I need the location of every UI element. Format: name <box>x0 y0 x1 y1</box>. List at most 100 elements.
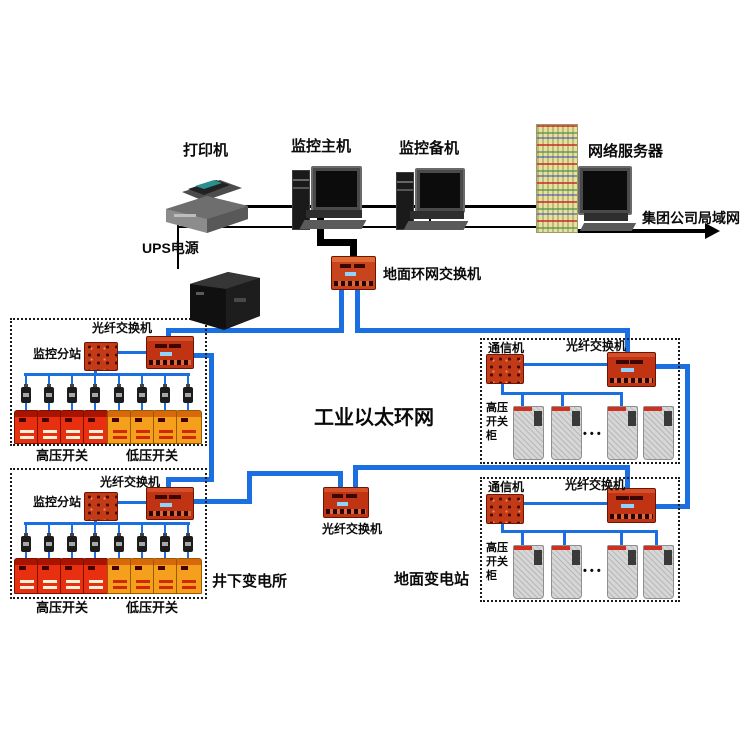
right-upper-substation-box <box>480 338 680 464</box>
ring-seg <box>338 476 343 490</box>
wire <box>620 394 623 407</box>
fiber-switch-device <box>146 487 194 520</box>
wire <box>501 381 504 394</box>
lv-switch-device <box>176 558 202 594</box>
wire <box>521 532 524 546</box>
line-sensor-icon <box>90 533 100 552</box>
ring-seg <box>166 328 344 333</box>
ll-fiber-switch-label: 光纤交换机 <box>100 475 161 489</box>
line-sensor-icon <box>21 533 31 552</box>
ll-substation-label: 监控分站 <box>33 495 82 509</box>
right-lower-substation-box <box>480 477 680 602</box>
hv-switch-device <box>37 410 63 444</box>
wire <box>521 363 608 366</box>
line-sensor-icon <box>21 384 31 403</box>
ring-seg <box>166 477 214 482</box>
lu-lv-label: 低压开关 <box>126 448 179 463</box>
backup-monitor <box>415 168 465 213</box>
wire <box>563 532 566 546</box>
ring-seg <box>192 353 214 358</box>
hv-cabinet-device <box>513 545 544 599</box>
backup-keyboard <box>403 221 469 230</box>
wire <box>501 519 504 532</box>
wire-lan-arrow-line <box>562 229 708 233</box>
wire <box>620 532 623 546</box>
ring-seg <box>353 465 630 470</box>
wire <box>521 502 608 505</box>
wire <box>24 373 190 376</box>
wire <box>114 351 147 354</box>
hv-cabinet-device <box>551 406 582 460</box>
lv-switch-device <box>107 410 133 444</box>
wire <box>561 394 564 407</box>
wire-host-thick-h <box>317 239 357 246</box>
lu-fiber-switch-label: 光纤交换机 <box>92 321 153 335</box>
line-sensor-icon <box>183 533 193 552</box>
wire <box>24 522 190 525</box>
ground-substation-caption: 地面变电站 <box>394 571 470 588</box>
hv-cabinet-device <box>643 406 674 460</box>
hv-cabinet-device <box>513 406 544 460</box>
ring-seg <box>247 471 252 504</box>
lu-hv-label: 高压开关 <box>36 448 89 463</box>
center-fiber-switch-device <box>323 487 369 518</box>
server-keyboard <box>579 223 637 231</box>
hv-cabinet-device <box>643 545 674 599</box>
ring-seg <box>653 504 690 509</box>
printer-graphic <box>162 176 252 245</box>
line-sensor-icon <box>90 384 100 403</box>
backup-monitor-base <box>410 211 464 219</box>
wire-mid-bus <box>178 226 552 228</box>
ring-title: 工业以太环网 <box>314 407 434 429</box>
server-screen <box>583 171 627 210</box>
ring-seg <box>625 470 630 490</box>
lan-arrow-head-icon <box>705 223 720 239</box>
ring-seg <box>357 328 630 333</box>
host-monitor <box>311 166 362 212</box>
wire <box>521 394 524 407</box>
ring-seg <box>209 353 214 482</box>
hv-switch-device <box>14 558 40 594</box>
hv-cabinet-device <box>607 545 638 599</box>
host-screen <box>316 171 357 207</box>
line-sensor-icon <box>137 384 147 403</box>
fiber-switch-device <box>607 352 656 387</box>
lv-switch-device <box>130 558 156 594</box>
line-sensor-icon <box>44 384 54 403</box>
backup-screen <box>420 173 460 208</box>
ups-label: UPS电源 <box>142 240 199 256</box>
ring-seg <box>247 471 343 476</box>
ll-hv-label: 高压开关 <box>36 600 89 615</box>
lv-switch-device <box>176 410 202 444</box>
lan-label: 集团公司局域网 <box>642 210 740 226</box>
ru-dots: • • • <box>583 428 601 440</box>
line-sensor-icon <box>44 533 54 552</box>
rl-dots: • • • <box>583 565 601 577</box>
ru-cabinet-label: 高压开关柜 <box>486 402 508 443</box>
ring-seg <box>651 364 690 369</box>
ground-switch-label: 地面环网交换机 <box>383 266 481 282</box>
line-sensor-icon <box>137 533 147 552</box>
server-label: 网络服务器 <box>588 143 664 160</box>
hv-cabinet-device <box>607 406 638 460</box>
ring-seg <box>166 482 171 491</box>
host-keyboard <box>299 220 367 229</box>
ups-graphic <box>182 266 266 337</box>
backup-label: 监控备机 <box>399 140 460 157</box>
underground-substation-caption: 井下变电所 <box>212 573 288 590</box>
line-sensor-icon <box>160 384 170 403</box>
ring-seg <box>685 369 690 509</box>
lu-substation-label: 监控分站 <box>33 347 82 361</box>
wire <box>94 366 97 376</box>
ll-lv-label: 低压开关 <box>126 600 179 615</box>
hv-switch-device <box>37 558 63 594</box>
left-lower-substation-box <box>10 468 207 599</box>
hv-cabinet-device <box>551 545 582 599</box>
line-sensor-icon <box>114 533 124 552</box>
line-sensor-icon <box>67 533 77 552</box>
fiber-switch-device <box>607 488 656 523</box>
line-sensor-icon <box>160 533 170 552</box>
host-tower <box>292 170 310 230</box>
rl-comm-label: 通信机 <box>488 480 525 494</box>
